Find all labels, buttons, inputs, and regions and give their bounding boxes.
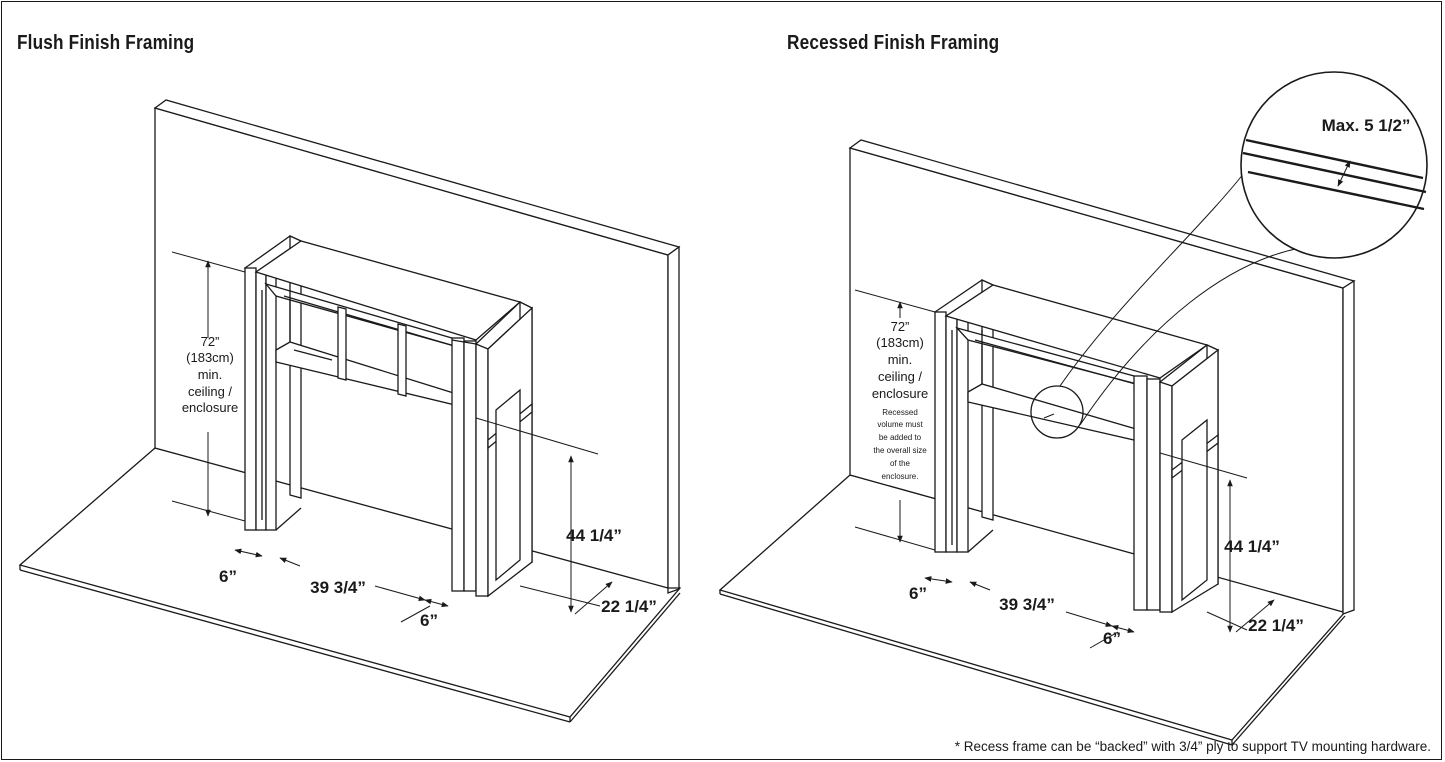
recessed-opening-width-dim: 39 3/4”	[999, 595, 1055, 614]
svg-text:volume must: volume must	[877, 420, 923, 429]
recessed-left-post-dim: 6”	[909, 584, 927, 603]
header-beam	[944, 284, 1209, 391]
svg-text:72”: 72”	[891, 319, 910, 334]
recessed-depth-dim: 22 1/4”	[1248, 616, 1304, 635]
recessed-header-height-dim: 44 1/4”	[1224, 537, 1280, 556]
flush-depth-dim: 22 1/4”	[601, 597, 657, 616]
max-recess-depth-label: Max. 5 1/2”	[1322, 116, 1411, 135]
svg-text:72”: 72”	[201, 334, 220, 349]
detail-callout-circle	[1030, 385, 1084, 439]
svg-text:Recessed: Recessed	[882, 408, 918, 417]
magnifier-circle	[1240, 71, 1428, 259]
flush-framing-title: Flush Finish Framing	[17, 32, 195, 54]
svg-text:min.: min.	[198, 367, 223, 382]
svg-text:ceiling /: ceiling /	[188, 384, 232, 399]
svg-text:min.: min.	[888, 352, 913, 367]
svg-text:enclosure: enclosure	[182, 400, 238, 415]
recess-backing-footnote: * Recess frame can be “backed” with 3/4”…	[954, 739, 1431, 754]
svg-text:be added to: be added to	[879, 433, 922, 442]
svg-text:of the: of the	[890, 459, 911, 468]
svg-text:the overall size: the overall size	[873, 446, 927, 455]
flush-opening-width-dim: 39 3/4”	[310, 578, 366, 597]
recessed-framing-title: Recessed Finish Framing	[787, 32, 1000, 54]
flush-header-height-dim: 44 1/4”	[566, 526, 622, 545]
svg-text:(183cm): (183cm)	[186, 350, 234, 365]
flush-dimension-lines	[171, 251, 613, 623]
recessed-height-note: 72” (183cm) min. ceiling / enclosure	[872, 319, 928, 401]
recessed-dimension-lines	[854, 289, 1275, 649]
recess-volume-note: Recessed volume must be added to the ove…	[873, 408, 927, 481]
flush-height-note: 72” (183cm) min. ceiling / enclosure	[182, 334, 238, 415]
recessed-framing-drawing	[718, 71, 1428, 746]
right-post	[451, 300, 534, 598]
right-post	[1133, 343, 1220, 614]
flush-right-post-dim: 6”	[420, 611, 438, 630]
magnifier-detail-lines	[1242, 138, 1427, 211]
svg-text:enclosure.: enclosure.	[882, 472, 919, 481]
svg-text:ceiling /: ceiling /	[878, 369, 922, 384]
flush-left-post-dim: 6”	[219, 567, 237, 586]
svg-text:(183cm): (183cm)	[876, 335, 924, 350]
recessed-right-post-dim: 6”	[1103, 629, 1121, 648]
svg-text:enclosure: enclosure	[872, 386, 928, 401]
flush-framing-drawing	[18, 99, 682, 723]
